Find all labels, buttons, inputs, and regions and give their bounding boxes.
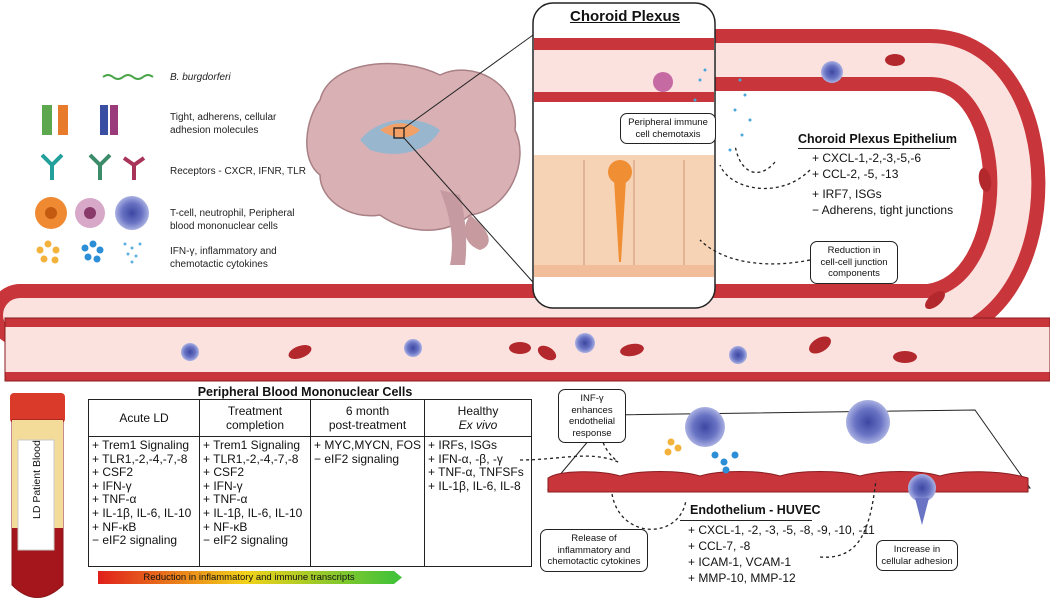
pbmc-title: Peripheral Blood Mononuclear Cells: [197, 385, 413, 399]
reduction-bar-label: Reduction in inflammatory and immune tra…: [143, 572, 355, 583]
choroid-plexus-title: Choroid Plexus: [569, 8, 681, 25]
choroid-epithelium-list: + CXCL-1,-2,-3,-5,-6 + CCL-2, -5, -13 + …: [812, 151, 954, 217]
pbmc-col-items: + IRFs, ISGs+ IFN-α, -β, -γ+ TNF-α, TNFS…: [424, 436, 533, 567]
reduction-arrow-bar: [98, 571, 402, 584]
dashed-arrows: [519, 144, 877, 558]
pbmc-col-items: + MYC,MYCN, FOS− eIF2 signaling: [309, 436, 426, 567]
endothelium-list: + CXCL-1, -2, -3, -5, -8, -9, -10, -11+ …: [688, 523, 875, 585]
pbmc-col-header: Acute LD: [88, 399, 200, 437]
legend-receptors: Receptors - CXCR, IFNR, TLR: [170, 166, 306, 177]
choroid-epithelium-header: Choroid Plexus Epithelium: [798, 132, 958, 146]
pbmc-in-vessel: [181, 61, 843, 364]
blood-vessel: [0, 28, 1046, 346]
pbmc-col-items: + Trem1 Signaling+ TLR1,-2,-4,-7,-8+ CSF…: [199, 436, 311, 567]
red-blood-cells: [288, 54, 992, 363]
tube-label: LD Patient Blood: [31, 440, 43, 519]
blood-tube: [10, 393, 65, 598]
endothelium-inset: [546, 400, 1031, 525]
pbmc-col-items: + Trem1 Signaling+ TLR1,-2,-4,-7,-8+ CSF…: [88, 436, 200, 567]
choroid-plexus-inset: [532, 2, 752, 309]
zoom-lines: [403, 29, 541, 291]
endothelium-header: Endothelium - HUVEC: [690, 503, 821, 517]
legend-b-burgdorferi: B. burgdorferi: [170, 72, 231, 83]
legend-icons: [35, 74, 154, 264]
brain-illustration: [306, 62, 521, 265]
